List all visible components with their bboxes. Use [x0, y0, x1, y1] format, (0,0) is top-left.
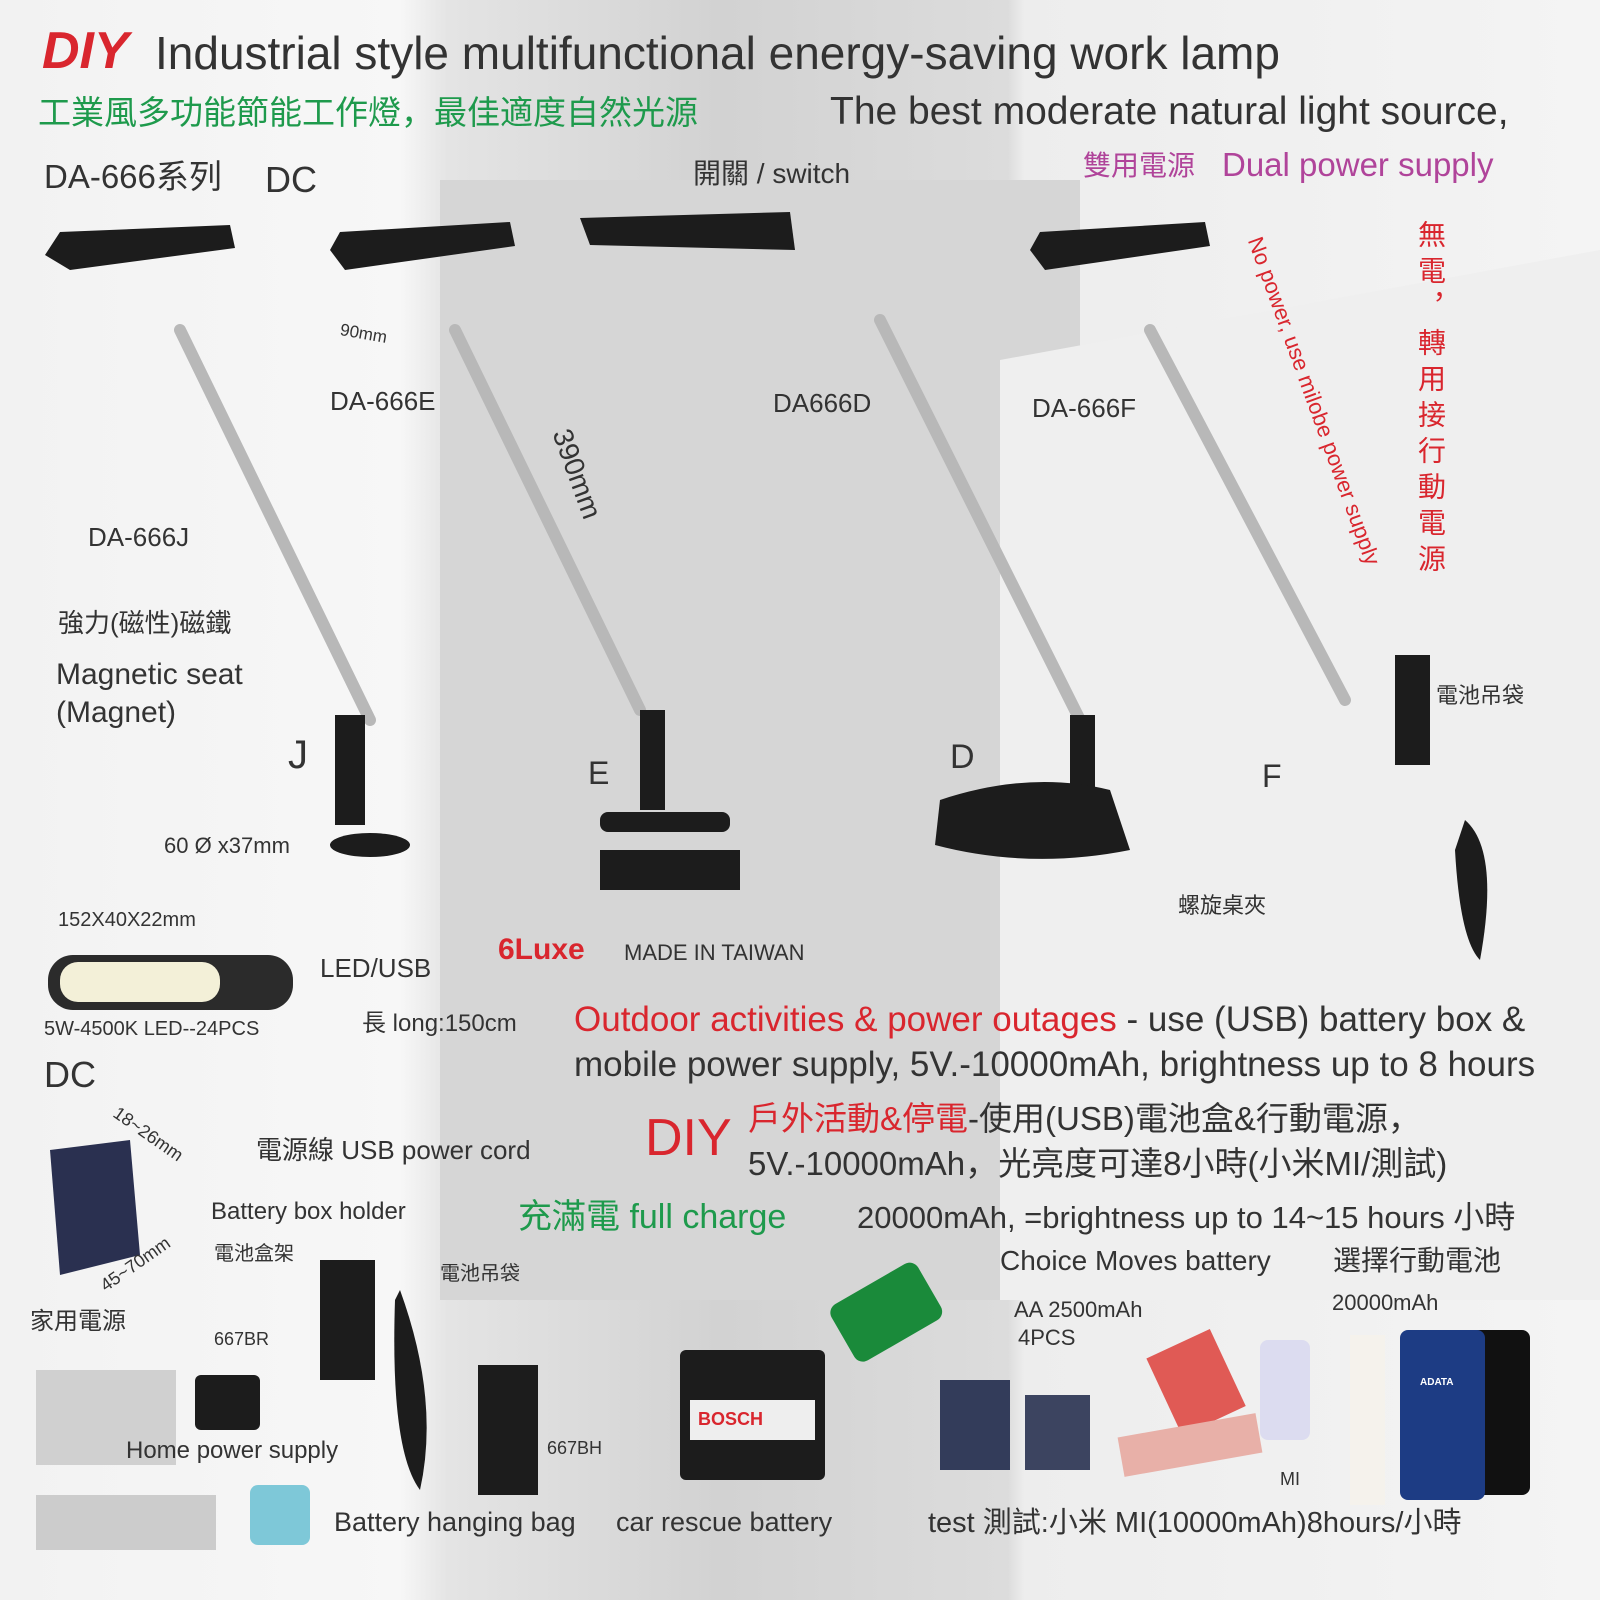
made-in-taiwan: MADE IN TAIWAN — [624, 940, 805, 965]
no-power-note-zh: 無電，轉用接行動電源 — [1415, 220, 1446, 580]
dual-power-en: Dual power supply — [1222, 146, 1494, 183]
holder-zh: 電池盒架 — [214, 1243, 294, 1265]
diy-logo: DIY — [42, 22, 129, 80]
test-note: test 測試:小米 MI(10000mAh)8hours/小時 — [928, 1507, 1462, 1539]
choice-en: Choice Moves battery — [1000, 1245, 1271, 1276]
holder-dc: DC — [44, 1054, 96, 1095]
model-j: DA-666J — [88, 522, 190, 552]
usb-cord-label: 電源線 USB power cord — [256, 1135, 531, 1165]
led-spec: 5W-4500K LED--24PCS — [44, 1018, 260, 1040]
model-e: DA-666E — [330, 386, 436, 416]
subtitle-zh: 工業風多功能節能工作燈，最佳適度自然光源 — [38, 94, 698, 131]
aa-pcs: 4PCS — [1018, 1325, 1076, 1350]
outdoor-zh-rest: -使用(USB)電池盒&行動電源， — [968, 1100, 1421, 1137]
holder-code: 667BR — [214, 1329, 270, 1349]
adata-logo: ADATA — [1420, 1377, 1454, 1388]
outdoor-zh-red: 戶外活動&停電 — [748, 1100, 969, 1137]
diy-zh-block: DIY — [645, 1109, 732, 1167]
series-dc: DC — [265, 159, 317, 200]
outdoor-red: Outdoor activities & power outages — [574, 1000, 1117, 1039]
magnet-en-2: (Magnet) — [56, 696, 177, 729]
clamp-label: 螺旋桌夾 — [1178, 893, 1267, 918]
letter-j: J — [288, 733, 308, 777]
led-size: 152X40X22mm — [58, 909, 196, 931]
right-wall — [1000, 250, 1600, 1300]
subtitle-en: The best moderate natural light source, — [830, 90, 1509, 133]
home-zh: 家用電源 — [30, 1308, 126, 1335]
switch-label: 開關 / switch — [693, 158, 851, 189]
cord-length: 長 long:150cm — [362, 1010, 517, 1037]
page-title: Industrial style multifunctional energy-… — [155, 27, 1280, 79]
brand-6luxe: 6Luxe — [498, 933, 585, 966]
mah-20000: 20000mAh — [1332, 1290, 1439, 1315]
full-charge: 充滿電 full charge — [518, 1198, 787, 1236]
battery-bag-label: 電池吊袋 — [1436, 683, 1525, 708]
led-usb-label: LED/USB — [320, 953, 432, 983]
mi-label: MI — [1280, 1469, 1300, 1489]
magnet-en: Magnetic seat — [56, 658, 243, 691]
letter-f: F — [1262, 758, 1282, 794]
series-label: DA-666系列 — [44, 158, 222, 195]
letter-e: E — [588, 755, 610, 791]
magnet-size: 60 Ø x37mm — [164, 833, 290, 858]
outdoor-rest: - use (USB) battery box & — [1116, 1000, 1526, 1039]
bag-zh: 電池吊袋 — [440, 1263, 520, 1285]
aa-battery: AA 2500mAh — [1014, 1297, 1143, 1322]
model-d: DA666D — [773, 388, 872, 418]
choice-zh: 選擇行動電池 — [1333, 1245, 1502, 1276]
full-charge-text: 20000mAh, =brightness up to 14~15 hours … — [857, 1200, 1516, 1235]
wall-corner — [440, 180, 1080, 1300]
bosch-logo: BOSCH — [698, 1409, 764, 1429]
outdoor-zh-line2: 5V.-10000mAh，光亮度可達8小時(小米MI/測試) — [748, 1145, 1448, 1182]
home-en: Home power supply — [126, 1437, 339, 1464]
letter-d: D — [950, 738, 975, 776]
magnet-zh: 強力(磁性)磁鐵 — [58, 608, 232, 638]
bag-code: 667BH — [547, 1438, 603, 1458]
bag-en: Battery hanging bag — [334, 1507, 576, 1537]
dual-power-zh: 雙用電源 — [1083, 150, 1196, 181]
lamp-arms — [174, 314, 1351, 726]
outdoor-line2: mobile power supply, 5V.-10000mAh, brigh… — [574, 1045, 1536, 1084]
car-battery: car rescue battery — [616, 1507, 833, 1537]
lamp-heads — [36, 212, 1530, 1550]
model-f: DA-666F — [1032, 393, 1137, 423]
holder-en: Battery box holder — [211, 1198, 406, 1225]
